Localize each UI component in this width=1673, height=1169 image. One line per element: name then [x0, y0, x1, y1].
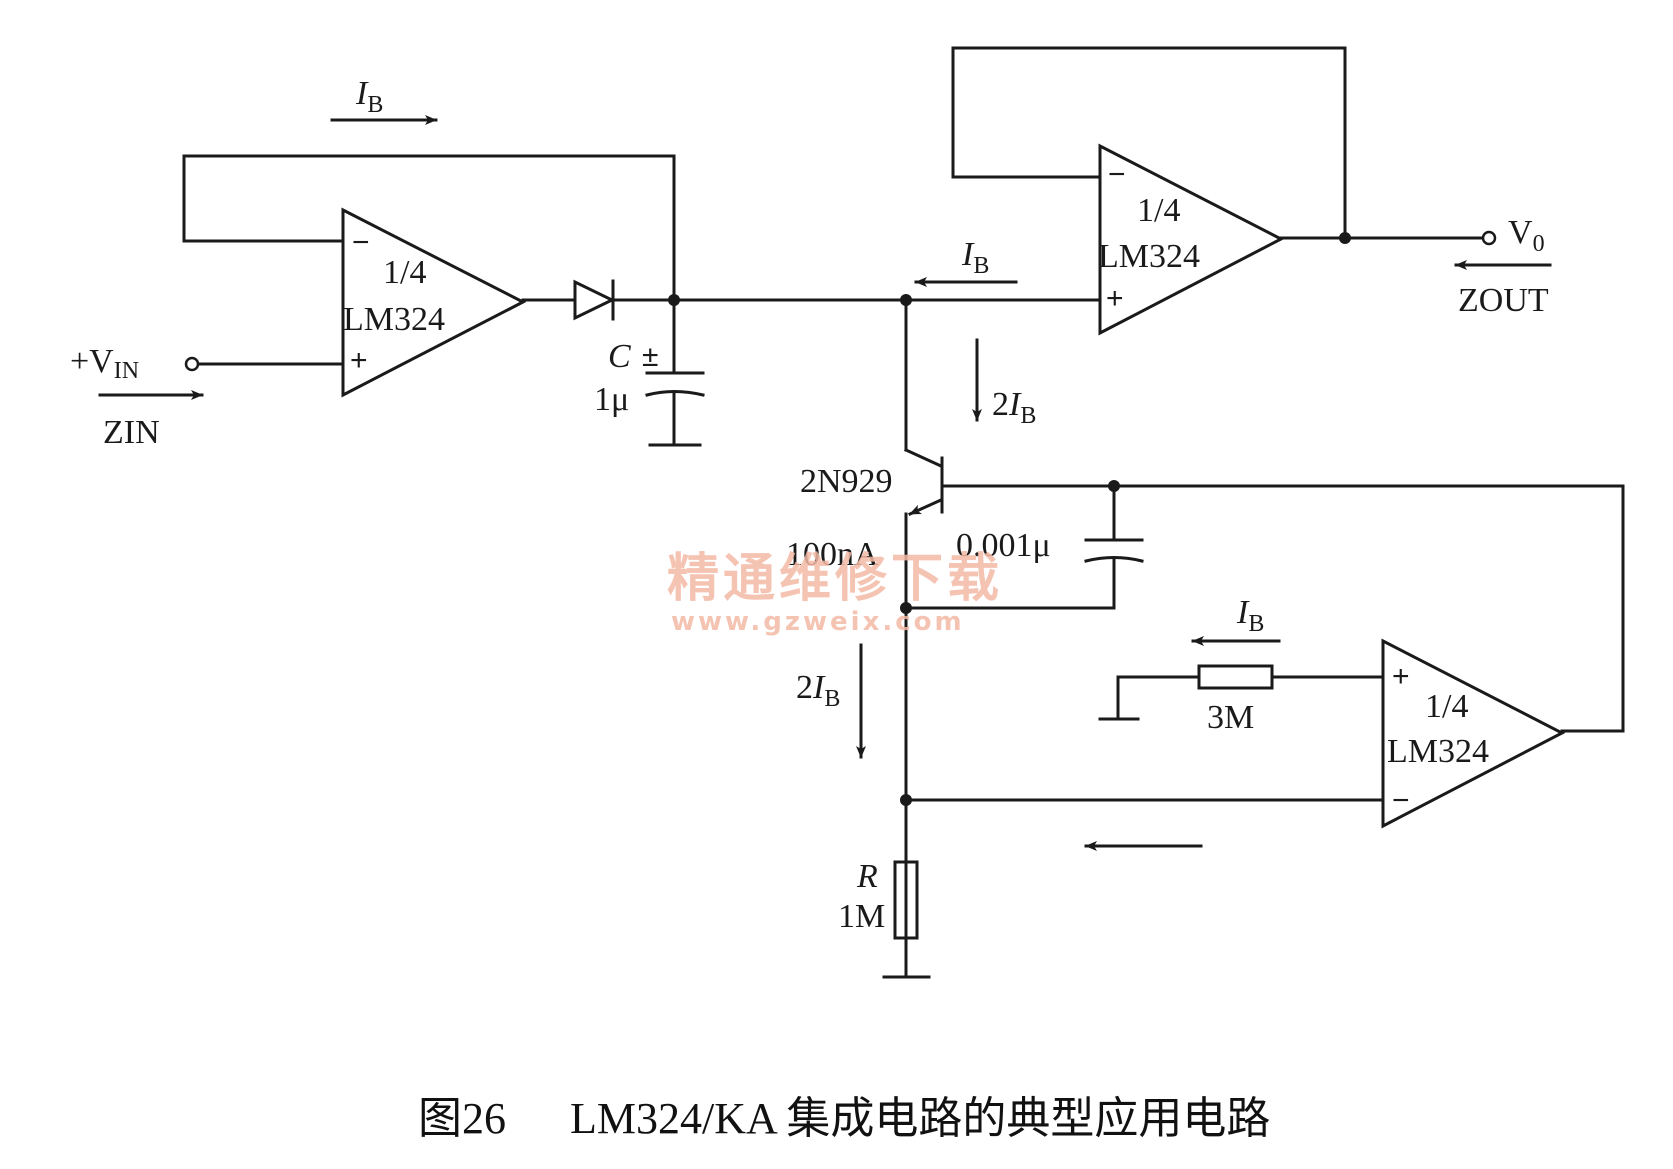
vin-label: +VIN [70, 343, 139, 384]
ib-right-label: IB [1236, 594, 1264, 637]
diode [573, 279, 616, 321]
feedback-capacitor-value: 0.001μ [956, 527, 1051, 564]
watermark-url: www.gzweix.com [671, 607, 965, 637]
bias-resistor-3m [1098, 664, 1385, 721]
resistor-r-name: R [856, 858, 878, 895]
figure-title: LM324/KA 集成电路的典型应用电路 [570, 1094, 1270, 1143]
transistor-current: 100nA [786, 536, 879, 573]
opamp-2: − + 1/4 LM324 [1098, 143, 1285, 336]
junction-dot [900, 794, 912, 806]
capacitor-c-name: C [608, 338, 631, 375]
capacitor-c-value: 1μ [594, 381, 629, 418]
junction-dot [1339, 232, 1351, 244]
transistor-2n929 [904, 298, 1119, 942]
opamp-1-minus-sign: − [352, 226, 370, 259]
hold-capacitor [645, 298, 705, 447]
opamp-3-fraction: 1/4 [1425, 688, 1468, 725]
capacitor-c-polarity: ± [642, 340, 658, 373]
opamp-2-plus-sign: + [1106, 282, 1124, 315]
opamp-3: + − 1/4 LM324 [1381, 638, 1566, 829]
opamp-2-fraction: 1/4 [1137, 192, 1180, 229]
opamp-2-part: LM324 [1098, 238, 1200, 275]
resistor-r [882, 860, 931, 979]
figure-number: 图26 [418, 1094, 506, 1143]
two-ib-upper-label: 2IB [992, 386, 1036, 429]
two-ib-lower-label: 2IB [796, 669, 840, 712]
opamp-1-fraction: 1/4 [383, 254, 426, 291]
opamp-2-minus-sign: − [1108, 158, 1126, 191]
opamp-1-part: LM324 [343, 301, 445, 338]
input-terminal[interactable] [184, 356, 200, 372]
opamp-3-minus-sign: − [1392, 784, 1410, 817]
opamp-1-plus-sign: + [350, 344, 368, 377]
watermark-title: 精通维修下载 [667, 549, 1003, 609]
bias-resistor-value: 3M [1207, 699, 1254, 736]
transistor-part: 2N929 [800, 463, 893, 500]
zout-label: ZOUT [1458, 282, 1549, 319]
zin-label: ZIN [103, 414, 160, 451]
opamp-2-feedback-wire [951, 46, 1347, 240]
junction-dot [900, 602, 912, 614]
opamp-1-feedback-wire [182, 154, 676, 302]
opamp-3-output-wire [1560, 484, 1625, 733]
opamp-3-plus-sign: + [1392, 660, 1410, 693]
ib-top-label: IB [355, 75, 383, 118]
output-label: V0 [1508, 214, 1545, 257]
opamp-3-part: LM324 [1387, 733, 1489, 770]
feedback-capacitor [904, 484, 1144, 610]
ib-mid-label: IB [961, 236, 989, 279]
output-terminal[interactable] [1481, 230, 1497, 246]
resistor-r-value: 1M [838, 898, 885, 935]
opamp-1: − + 1/4 LM324 [341, 207, 527, 398]
